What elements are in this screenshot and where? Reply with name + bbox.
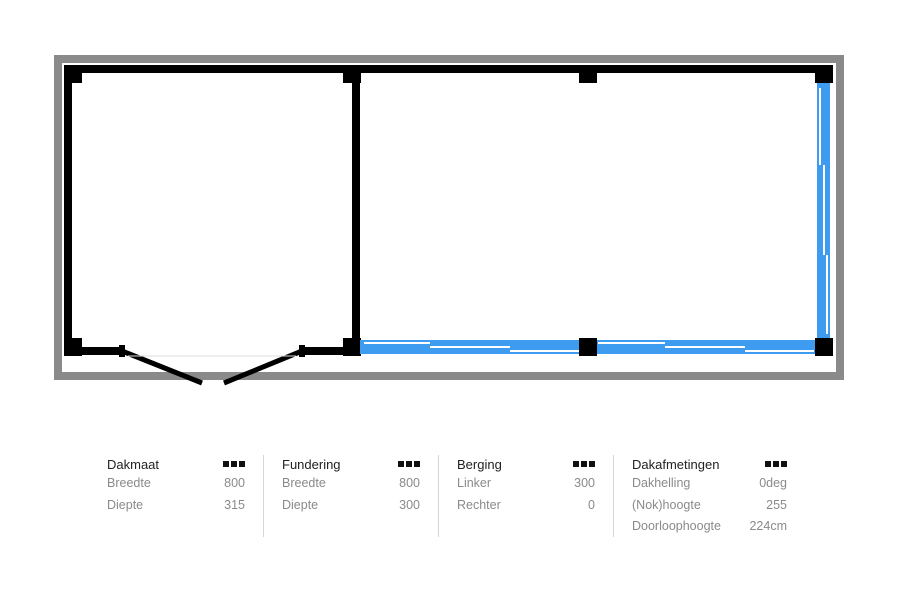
more-icon[interactable] (573, 461, 595, 467)
storage-wall-left (64, 65, 72, 355)
storage-wall-front-left (64, 347, 122, 355)
spec-value: 0 (588, 497, 595, 512)
spec-value: 224cm (749, 519, 787, 533)
post (343, 338, 361, 356)
spec-title: Fundering (282, 456, 341, 472)
sliding-glass-side (817, 83, 830, 338)
spec-title: Berging (457, 456, 502, 472)
spec-row: Diepte 315 (107, 495, 245, 517)
spec-header: Dakafmetingen (632, 455, 787, 473)
spec-title: Dakafmetingen (632, 456, 720, 472)
storage-wall-right (352, 65, 360, 355)
spec-label: (Nok)hoogte (632, 497, 701, 512)
spec-group-dakafmetingen: Dakafmetingen Dakhelling 0deg (Nok)hoogt… (613, 455, 787, 537)
spec-value: 0deg (759, 476, 787, 490)
spec-value: 315 (224, 497, 245, 512)
foundation-floor (62, 63, 836, 372)
door-hinge (119, 345, 125, 357)
spec-label: Diepte (282, 497, 319, 512)
roof-outline (54, 55, 844, 380)
spec-row: Doorloophoogte 224cm (632, 516, 787, 538)
spec-value: 800 (399, 476, 420, 490)
post (815, 338, 833, 356)
more-icon[interactable] (765, 461, 787, 467)
spec-title: Dakmaat (107, 456, 160, 472)
spec-value: 800 (224, 476, 245, 490)
spec-label: Linker (457, 476, 492, 490)
more-icon[interactable] (223, 461, 245, 467)
storage-wall-top (64, 65, 360, 73)
storage-wall-front-right (300, 347, 360, 355)
more-icon[interactable] (398, 461, 420, 467)
veranda-top-beam (360, 65, 830, 73)
spec-label: Doorloophoogte (632, 519, 721, 533)
post (64, 338, 82, 356)
spec-group-berging: Berging Linker 300 Rechter 0 (438, 455, 613, 537)
spec-group-dakmaat: Dakmaat Breedte 800 Diepte 315 (107, 455, 263, 537)
spec-label: Breedte (107, 476, 151, 490)
spec-group-fundering: Fundering Breedte 800 Diepte 300 (263, 455, 438, 537)
spec-label: Diepte (107, 497, 144, 512)
spec-row: Rechter 0 (457, 495, 595, 517)
spec-row: Diepte 300 (282, 495, 420, 517)
door-hinge (299, 345, 305, 357)
spec-row: Linker 300 (457, 473, 595, 495)
storage-walls (64, 65, 360, 355)
floor-plan (54, 55, 844, 386)
spec-value: 300 (399, 497, 420, 512)
post (579, 338, 597, 356)
spec-label: Rechter (457, 497, 501, 512)
spec-summary: Dakmaat Breedte 800 Diepte 315 Fundering… (107, 455, 787, 537)
spec-header: Dakmaat (107, 455, 245, 473)
spec-value: 255 (766, 497, 787, 512)
post (343, 65, 361, 83)
post (64, 65, 82, 83)
spec-label: Dakhelling (632, 476, 691, 490)
spec-header: Fundering (282, 455, 420, 473)
spec-label: Breedte (282, 476, 326, 490)
spec-row: (Nok)hoogte 255 (632, 495, 787, 517)
spec-row: Breedte 800 (282, 473, 420, 495)
spec-row: Dakhelling 0deg (632, 473, 787, 495)
spec-value: 300 (574, 476, 595, 490)
spec-header: Berging (457, 455, 595, 473)
spec-row: Breedte 800 (107, 473, 245, 495)
